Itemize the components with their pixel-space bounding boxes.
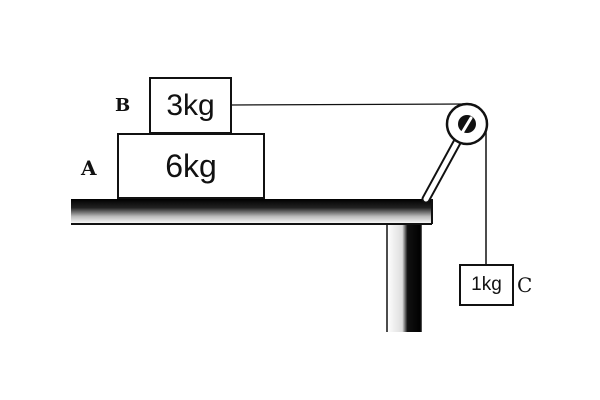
block-b: 3kg (149, 77, 232, 134)
pulley (445, 102, 489, 146)
rope-horizontal (230, 103, 468, 106)
block-c-mass: 1kg (471, 274, 502, 295)
block-a-label: A (81, 156, 97, 180)
block-a: 6kg (117, 133, 265, 199)
table-top (71, 199, 433, 225)
block-a-mass: 6kg (165, 147, 217, 184)
table-leg (386, 224, 422, 332)
block-b-mass: 3kg (166, 88, 215, 122)
block-c: 1kg (459, 264, 514, 306)
block-c-label: C (517, 273, 533, 297)
block-b-label: B (115, 95, 131, 116)
